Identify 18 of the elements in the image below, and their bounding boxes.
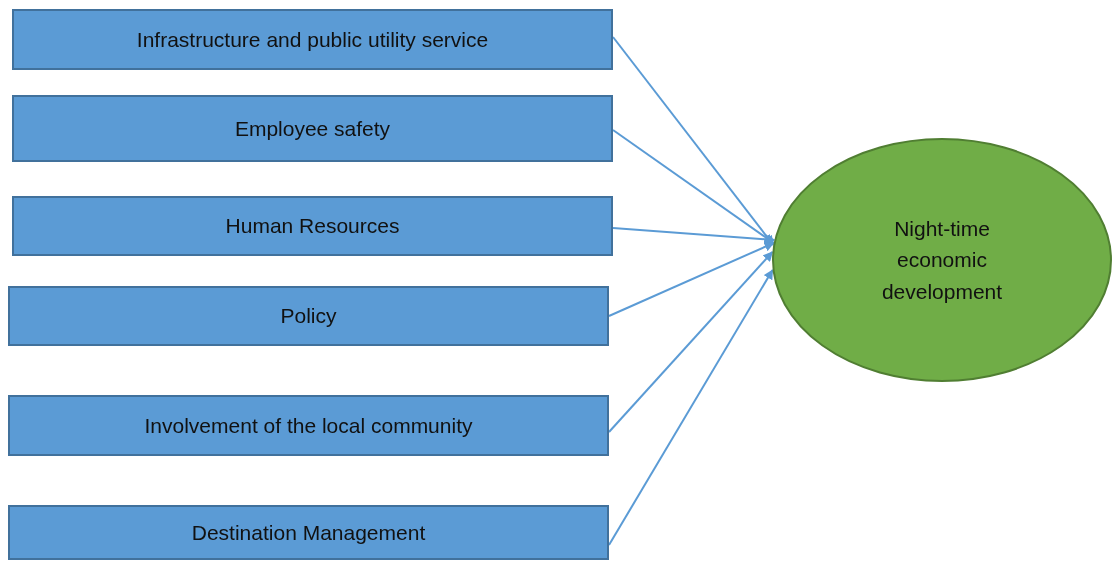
arrow bbox=[608, 251, 774, 433]
node-label: Human Resources bbox=[225, 213, 400, 240]
node-label: Policy bbox=[280, 303, 337, 330]
node-label: Employee safety bbox=[234, 115, 391, 142]
arrow bbox=[612, 36, 775, 246]
node-label: Night-time economic development bbox=[880, 215, 1004, 305]
process-box bbox=[12, 196, 613, 256]
process-box bbox=[8, 395, 609, 456]
process-box bbox=[8, 505, 609, 560]
process-box bbox=[12, 95, 613, 162]
node-label: Destination Management bbox=[191, 519, 426, 546]
arrow bbox=[612, 227, 776, 245]
node-label: Infrastructure and public utility service bbox=[136, 26, 489, 53]
process-box bbox=[8, 286, 609, 346]
arrow bbox=[608, 242, 775, 317]
node-label: Involvement of the local community bbox=[144, 412, 473, 439]
arrow bbox=[608, 269, 774, 546]
process-box bbox=[12, 9, 613, 70]
